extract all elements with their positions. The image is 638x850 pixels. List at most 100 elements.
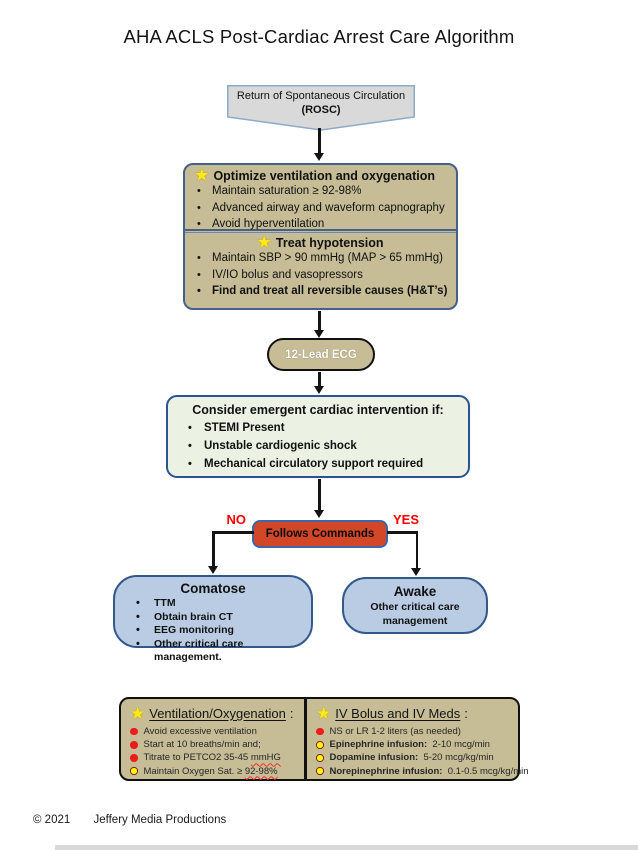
comatose-title: Comatose [180, 581, 246, 596]
list-item-bold: Find and treat all reversible causes (H&… [185, 283, 456, 300]
legend-divider [304, 699, 307, 779]
legend-ventilation-header-label: Ventilation/Oxygenation [149, 706, 286, 721]
legend-item: Epinephrine infusion: 2-10 mcg/min [316, 738, 516, 751]
legend-item-text: 2-10 mcg/min [427, 739, 490, 751]
list-item: STEMI Present [168, 419, 468, 437]
follows-commands-node: Follows Commands [252, 520, 388, 548]
legend-item: Maintain Oxygen Sat. ≥ 92-98% [130, 765, 298, 778]
optimize-header-label: Optimize ventilation and oxygenation [213, 168, 436, 183]
legend-ventilation-column: ★ Ventilation/Oxygenation: Avoid excessi… [121, 699, 304, 779]
awake-line2: management [382, 615, 448, 627]
hypotension-section: ★ Treat hypotension Maintain SBP > 90 mm… [185, 233, 456, 300]
list-item: Maintain SBP > 90 mmHg (MAP > 65 mmHg) [185, 250, 456, 267]
arrowhead-down-icon [411, 568, 421, 576]
legend-iv-column: ★ IV Bolus and IV Meds: NS or LR 1-2 lit… [307, 699, 529, 779]
connector-line [212, 531, 254, 534]
awake-line1: Other critical care [370, 601, 460, 613]
yellow-dot-icon [316, 767, 324, 775]
arrowhead-down-icon [207, 566, 218, 574]
copyright-text: © 2021 [33, 814, 71, 826]
red-dot-icon [130, 727, 138, 736]
legend-item-text: 0.1-0.5 mcg/kg/min [442, 765, 529, 777]
star-icon: ★ [257, 234, 271, 251]
arrowhead-down-icon [313, 153, 324, 161]
ecg-node: 12-Lead ECG [267, 338, 375, 371]
list-item: Avoid hyperventilation [185, 216, 456, 233]
legend-item-misspelled: 92-98% [244, 765, 278, 777]
list-item: EEG monitoring [115, 624, 311, 638]
list-item: Mechanical circulatory support required [168, 455, 468, 473]
intervention-header: Consider emergent cardiac intervention i… [192, 403, 444, 417]
header-colon: : [289, 706, 294, 721]
hypotension-header: ★ Treat hypotension [185, 235, 456, 250]
rosc-node: Return of Spontaneous Circulation (ROSC) [227, 85, 415, 131]
star-icon: ★ [130, 704, 146, 723]
yes-branch-label: YES [393, 512, 420, 527]
yellow-dot-icon [316, 741, 324, 749]
list-item: Advanced airway and waveform capnography [185, 200, 456, 217]
connector-line [318, 372, 321, 387]
connector-line [415, 531, 418, 569]
header-colon: : [464, 706, 468, 721]
legend-iv-header: ★ IV Bolus and IV Meds: [316, 705, 516, 722]
arrowhead-down-icon [313, 510, 324, 518]
rosc-banner-shape [227, 85, 415, 131]
legend-box: ★ Ventilation/Oxygenation: Avoid excessi… [119, 697, 529, 781]
comatose-box: Comatose TTM Obtain brain CT EEG monitor… [113, 575, 313, 663]
star-icon: ★ [195, 167, 209, 184]
legend-item-text: Avoid excessive ventilation [143, 726, 257, 737]
arrowhead-down-icon [313, 386, 324, 394]
list-item: Unstable cardiogenic shock [168, 437, 468, 455]
awake-title: Awake [393, 584, 437, 599]
legend-item-text: NS or LR 1-2 liters (as needed) [329, 726, 461, 737]
yellow-dot-icon [316, 754, 324, 762]
legend-item: Start at 10 breaths/min and; [130, 738, 298, 751]
list-item: Other critical care management. [115, 638, 311, 665]
red-dot-icon [316, 727, 324, 736]
no-branch-label: NO [226, 512, 247, 527]
legend-item: Avoid excessive ventilation [130, 725, 298, 738]
connector-line [212, 531, 215, 567]
legend-iv-header-label: IV Bolus and IV Meds [335, 706, 461, 721]
list-item: Obtain brain CT [115, 611, 311, 625]
red-dot-icon [130, 741, 138, 749]
legend-item: Titrate to PETCO2 35-45 mmHG [130, 751, 298, 764]
red-dot-icon [130, 754, 138, 762]
legend-item: Dopamine infusion: 5-20 mcg/kg/min [316, 751, 516, 764]
credit-text: Jeffery Media Productions [93, 814, 227, 826]
legend-item-text: Titrate to PETCO2 35-45 [143, 752, 251, 764]
list-item: TTM [115, 597, 311, 611]
legend-item-lead: Dopamine infusion: [329, 752, 419, 764]
legend-item-lead: Norepinephrine infusion: [329, 765, 443, 777]
rosc-line1: Return of Spontaneous Circulation [236, 90, 406, 102]
connector-line [387, 531, 418, 534]
rosc-line2: (ROSC) [301, 103, 341, 116]
legend-item-lead: Epinephrine infusion: [329, 739, 428, 751]
star-icon: ★ [316, 704, 332, 723]
ecg-label: 12-Lead ECG [285, 348, 357, 361]
page-edge-strip [55, 845, 638, 850]
rosc-text: Return of Spontaneous Circulation (ROSC) [227, 90, 415, 117]
legend-item-text: Maintain Oxygen Sat. ≥ [143, 765, 245, 777]
follows-commands-label: Follows Commands [265, 528, 375, 540]
ventilation-hypotension-box: ★ Optimize ventilation and oxygenation M… [183, 163, 458, 310]
legend-ventilation-header: ★ Ventilation/Oxygenation: [130, 705, 298, 722]
footer: © 2021 Jeffery Media Productions [33, 814, 226, 826]
optimize-section: ★ Optimize ventilation and oxygenation M… [185, 165, 456, 232]
legend-item: Norepinephrine infusion: 0.1-0.5 mcg/kg/… [316, 765, 529, 778]
legend-item-misspelled: mmHG [250, 752, 281, 764]
legend-item-text: 5-20 mcg/kg/min [418, 752, 494, 764]
optimize-header: ★ Optimize ventilation and oxygenation [185, 168, 456, 183]
list-item: Maintain saturation ≥ 92-98% [185, 183, 456, 200]
legend-item: NS or LR 1-2 liters (as needed) [316, 725, 516, 738]
arrowhead-down-icon [313, 330, 324, 338]
connector-line [318, 311, 321, 331]
legend-item-text: Start at 10 breaths/min and; [143, 739, 261, 751]
hypotension-header-label: Treat hypotension [275, 235, 384, 250]
connector-line [318, 128, 321, 154]
connector-line [318, 479, 321, 511]
page-title: AHA ACLS Post-Cardiac Arrest Care Algori… [123, 26, 515, 47]
list-item: IV/IO bolus and vasopressors [185, 267, 456, 284]
awake-box: Awake Other critical care management [342, 577, 488, 634]
